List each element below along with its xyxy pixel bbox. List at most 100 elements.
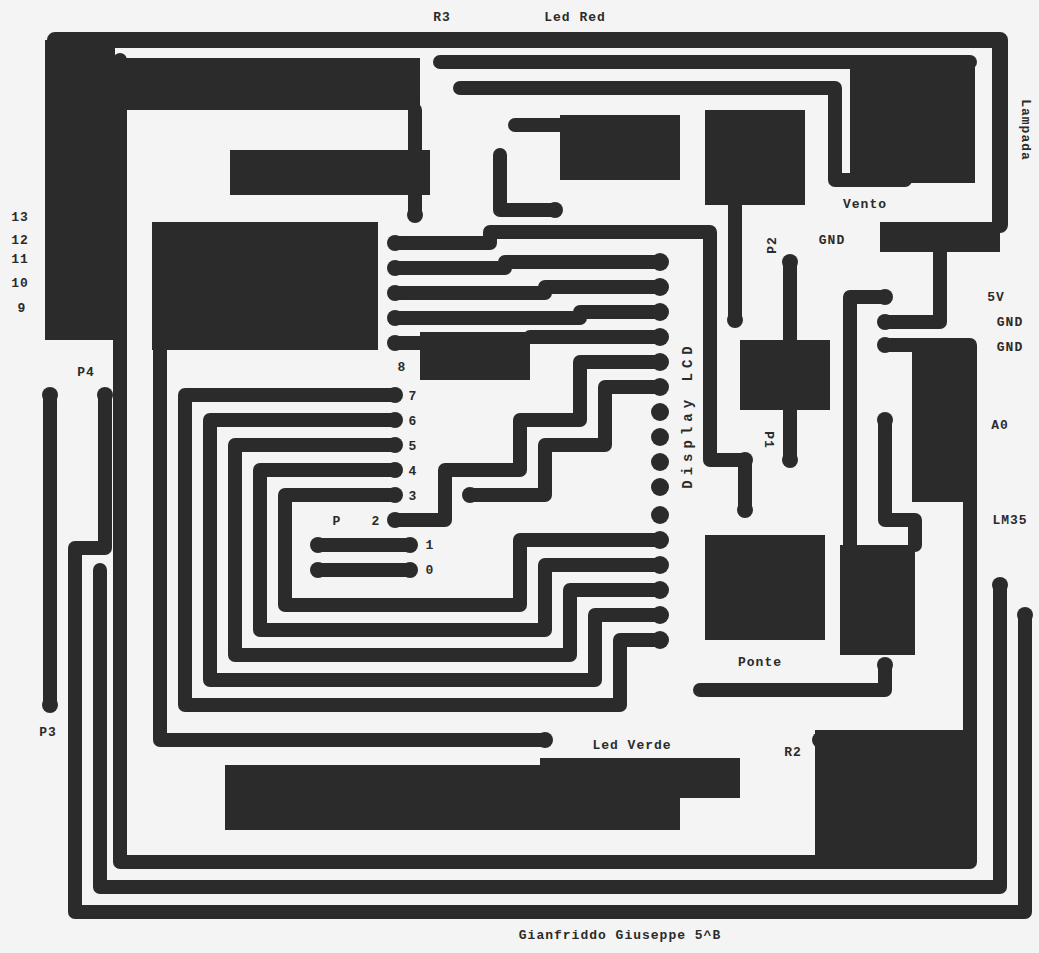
solder-pad <box>462 487 478 503</box>
part-name: Led Red <box>544 11 606 24</box>
lcd-pad <box>651 556 669 574</box>
part-name: P4 <box>77 366 95 379</box>
part-name: P3 <box>39 726 57 739</box>
part-name: Lampada <box>1019 99 1032 161</box>
copper-pour <box>45 40 115 340</box>
copper-pour <box>560 115 680 180</box>
lcd-pad <box>651 403 669 421</box>
copper-trace <box>500 155 555 210</box>
pin-number: 2 <box>372 515 381 528</box>
copper-pour <box>840 545 915 655</box>
solder-pad <box>387 285 403 301</box>
copper-trace <box>395 362 660 520</box>
copper-pour <box>152 222 378 350</box>
solder-pad <box>387 387 403 403</box>
signal-name: GND <box>997 316 1023 329</box>
copper-trace <box>530 330 660 344</box>
copper-traces <box>50 40 1025 912</box>
copper-pours <box>45 40 1000 860</box>
copper-trace <box>440 55 970 69</box>
copper-trace <box>55 40 1000 225</box>
part-name: P1 <box>762 431 775 449</box>
solder-pad <box>877 314 893 330</box>
part-name: Vento <box>843 198 887 211</box>
part-name: P2 <box>766 236 779 254</box>
copper-pour <box>705 110 805 205</box>
solder-pad <box>737 452 753 468</box>
copper-pour <box>540 758 740 798</box>
signal-name: GND <box>819 234 845 247</box>
lcd-pad <box>651 506 669 524</box>
solder-pad <box>877 289 893 305</box>
solder-pad <box>877 412 893 428</box>
signal-name: GND <box>997 341 1023 354</box>
solder-pad <box>387 260 403 276</box>
copper-trace <box>885 245 940 322</box>
lcd-pad <box>651 478 669 496</box>
lcd-pad <box>651 303 669 321</box>
copper-trace <box>728 200 742 320</box>
part-name: R2 <box>784 746 802 759</box>
part-name: P <box>333 515 342 528</box>
copper-trace <box>395 262 660 268</box>
pin-number: 6 <box>409 415 418 428</box>
solder-pad <box>42 387 58 403</box>
solder-pad <box>992 577 1008 593</box>
solder-pad <box>387 235 403 251</box>
copper-trace <box>43 395 57 705</box>
copper-pour <box>850 58 975 183</box>
solder-pad <box>737 502 753 518</box>
solder-pad <box>310 562 326 578</box>
pin-number: 13 <box>11 211 29 224</box>
copper-trace <box>470 387 660 495</box>
signal-name: A0 <box>991 419 1009 432</box>
solder-pad <box>547 202 563 218</box>
lcd-pad <box>651 631 669 649</box>
pin-number: 12 <box>11 234 29 247</box>
lcd-pad <box>651 428 669 446</box>
part-name: Ponte <box>738 656 782 669</box>
solder-pad <box>402 537 418 553</box>
copper-trace <box>395 287 660 293</box>
solder-pad <box>727 312 743 328</box>
copper-trace <box>395 312 660 318</box>
copper-trace <box>210 420 660 680</box>
copper-trace <box>260 470 660 630</box>
copper-trace <box>783 262 797 460</box>
author-signature: Gianfriddo Giuseppe 5^B <box>519 929 721 942</box>
signal-name: 5V <box>987 291 1005 304</box>
part-name: Led Verde <box>592 739 671 752</box>
copper-trace <box>285 495 660 605</box>
copper-trace <box>318 538 410 552</box>
solder-pad <box>387 437 403 453</box>
copper-trace <box>160 350 545 740</box>
copper-trace <box>515 118 560 132</box>
pin-number: 0 <box>426 564 435 577</box>
copper-pour <box>120 58 420 110</box>
copper-pour <box>705 535 825 640</box>
solder-pad <box>387 462 403 478</box>
copper-trace <box>120 60 970 862</box>
copper-trace <box>408 110 422 215</box>
copper-pour <box>420 332 530 380</box>
copper-trace <box>318 563 410 577</box>
lcd-pad <box>651 278 669 296</box>
solder-pad <box>782 254 798 270</box>
solder-pad <box>42 697 58 713</box>
solder-pad <box>387 412 403 428</box>
solder-pad <box>782 452 798 468</box>
copper-trace <box>885 420 915 545</box>
copper-trace <box>460 88 905 180</box>
solder-pad <box>407 207 423 223</box>
lcd-pad <box>651 531 669 549</box>
pin-number: 8 <box>398 361 407 374</box>
solder-pad <box>387 487 403 503</box>
lcd-pad <box>651 581 669 599</box>
copper-pour <box>815 730 970 860</box>
copper-trace <box>75 395 105 548</box>
solder-pad <box>1017 607 1033 623</box>
copper-pour <box>912 352 970 502</box>
